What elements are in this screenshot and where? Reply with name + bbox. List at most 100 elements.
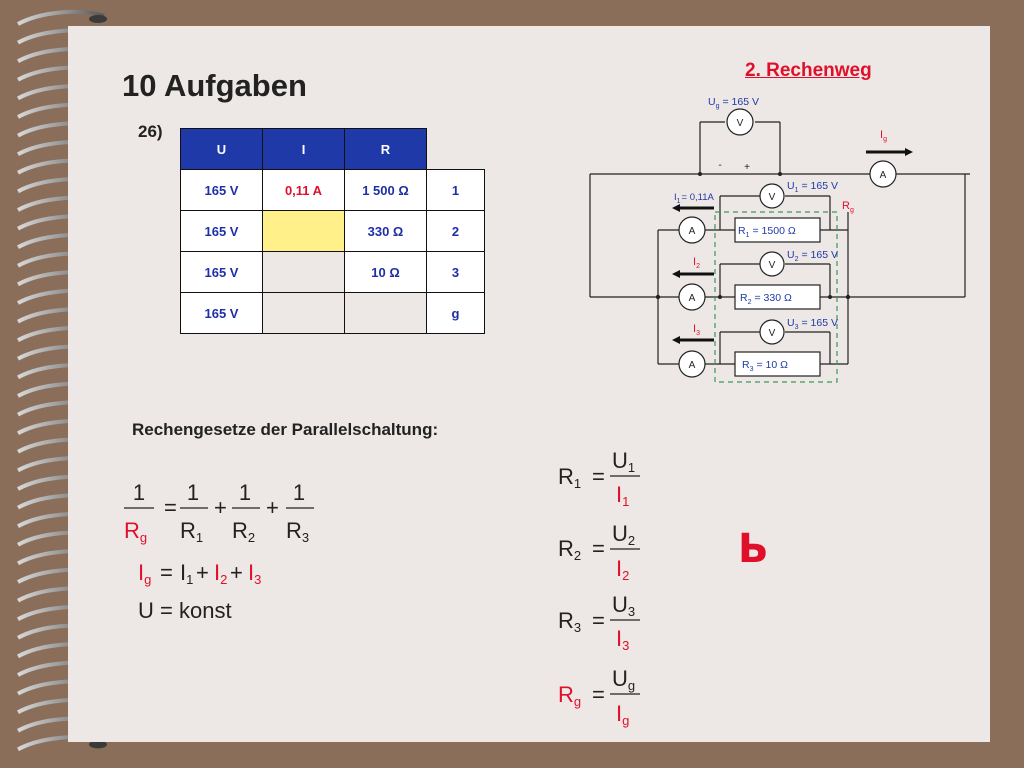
meter-label: A: [689, 226, 696, 237]
i3-symbol: I3: [248, 560, 261, 587]
method-heading: 2. Rechenweg: [745, 60, 872, 81]
meter-label: A: [689, 293, 696, 304]
r1-symbol: R1: [180, 518, 203, 545]
ammeter-2-icon: [678, 283, 706, 311]
resistor-r1: [734, 217, 821, 243]
equals-sign: =: [592, 608, 605, 633]
rg-symbol: Rg: [558, 682, 581, 709]
i1-symbol: I1: [180, 560, 193, 587]
fraction-numerator: 1: [187, 480, 199, 505]
parallel-circuit-diagram: V A V A V A V A - + Ug= 165 V U1= 165 V …: [589, 96, 970, 383]
r2-symbol: R2: [558, 536, 581, 563]
u3-symbol: U3: [612, 592, 635, 619]
voltmeter-2-icon: [759, 251, 785, 277]
meter-label: V: [769, 328, 776, 339]
cell-r: 10 Ω: [344, 251, 427, 293]
equals-sign: =: [592, 464, 605, 489]
cell-r: 1 500 Ω: [344, 169, 427, 211]
equals-sign: =: [160, 560, 173, 585]
r1-label: R1= 1500 Ω: [738, 225, 796, 239]
u1-label: U1= 165 V: [787, 180, 838, 194]
i2-symbol: I2: [616, 556, 629, 583]
equivalent-resistance-box: [714, 211, 838, 383]
r3-symbol: R3: [558, 608, 581, 635]
i3-symbol: I3: [616, 626, 629, 653]
equals-sign: =: [592, 682, 605, 707]
u-symbol: U: [138, 598, 154, 623]
i1-label: I1= 0,11A: [674, 192, 715, 205]
i2-label: I2: [693, 256, 700, 270]
header-spacer: [427, 129, 485, 170]
parallel-formulas: 1 Rg = 1 R1 + 1 R2 + 1 R3 Ig = I1 + I2 +…: [124, 480, 314, 623]
u1-symbol: U1: [612, 448, 635, 475]
cell-i-selected: [262, 210, 345, 252]
voltmeter-3-icon: [759, 319, 785, 345]
ohm-formulas: R1 = U1 I1 R2 = U2 I2 R3 = U3 I3 Rg = Ug…: [558, 448, 640, 728]
meter-label: V: [769, 260, 776, 271]
plus-sign: +: [196, 560, 209, 585]
fraction-numerator: 1: [239, 480, 251, 505]
spiral-hole: [89, 15, 107, 23]
ig-label: Ig: [880, 129, 887, 143]
resistor-r3: [734, 351, 821, 377]
cell-index: 1: [426, 169, 485, 211]
r3-label: R3= 10 Ω: [742, 359, 788, 373]
minus-terminal: -: [718, 160, 721, 171]
cell-i: [262, 292, 345, 334]
current-arrows: [672, 148, 913, 344]
resistor-r2: [734, 284, 821, 310]
table-row: 165 V 330 Ω 2: [180, 210, 485, 252]
header-r: R: [344, 128, 427, 170]
u2-symbol: U2: [612, 521, 635, 548]
page-title: 10 Aufgaben: [122, 68, 307, 103]
header-i: I: [262, 128, 345, 170]
plus-sign: +: [230, 560, 243, 585]
ug-label: Ug= 165 V: [708, 96, 759, 110]
table-header-row: U I R: [180, 128, 485, 170]
junction-dots: [655, 172, 851, 300]
cell-u: 165 V: [180, 292, 263, 334]
meter-label: A: [689, 360, 696, 371]
cell-i: [262, 251, 345, 293]
plus-sign: +: [266, 495, 279, 520]
cell-index: g: [426, 292, 485, 334]
ig-symbol: Ig: [616, 701, 629, 728]
exercise-number: 26): [138, 122, 163, 141]
equals-sign: =: [160, 598, 173, 623]
equals-sign: =: [592, 536, 605, 561]
r2-symbol: R2: [232, 518, 255, 545]
ammeter-3-icon: [678, 350, 706, 378]
rules-heading: Rechengesetze der Parallelschaltung:: [132, 420, 439, 439]
cell-u: 165 V: [180, 210, 263, 252]
equals-sign: =: [164, 495, 177, 520]
meter-label: V: [737, 118, 744, 129]
ig-symbol: Ig: [138, 560, 151, 587]
voltmeter-total-icon: [726, 108, 754, 136]
rg-label: Rg: [842, 200, 854, 214]
i2-symbol: I2: [214, 560, 227, 587]
ammeter-total-icon: [869, 160, 897, 188]
ammeter-1-icon: [678, 216, 706, 244]
meter-label: A: [880, 170, 887, 181]
voltmeter-1-icon: [759, 183, 785, 209]
r1-symbol: R1: [558, 464, 581, 491]
table-row: 165 V 0,11 A 1 500 Ω 1: [180, 169, 485, 211]
fraction-numerator: 1: [133, 480, 145, 505]
cell-u: 165 V: [180, 251, 263, 293]
u2-label: U2= 165 V: [787, 249, 838, 263]
table-row: 165 V 10 Ω 3: [180, 251, 485, 293]
stray-glyph: Ь: [738, 526, 769, 572]
r3-symbol: R3: [286, 518, 309, 545]
plus-terminal: +: [744, 162, 750, 173]
ug-symbol: Ug: [612, 666, 635, 693]
cell-r: [344, 292, 427, 334]
meter-label: V: [769, 192, 776, 203]
u3-label: U3= 165 V: [787, 317, 838, 331]
spiral-ring: [17, 9, 105, 26]
spiral-hole: [89, 740, 107, 749]
table-row: 165 V g: [180, 292, 485, 334]
r2-label: R2= 330 Ω: [740, 292, 792, 306]
cell-r: 330 Ω: [344, 210, 427, 252]
cell-index: 2: [426, 210, 485, 252]
i3-label: I3: [693, 323, 700, 337]
